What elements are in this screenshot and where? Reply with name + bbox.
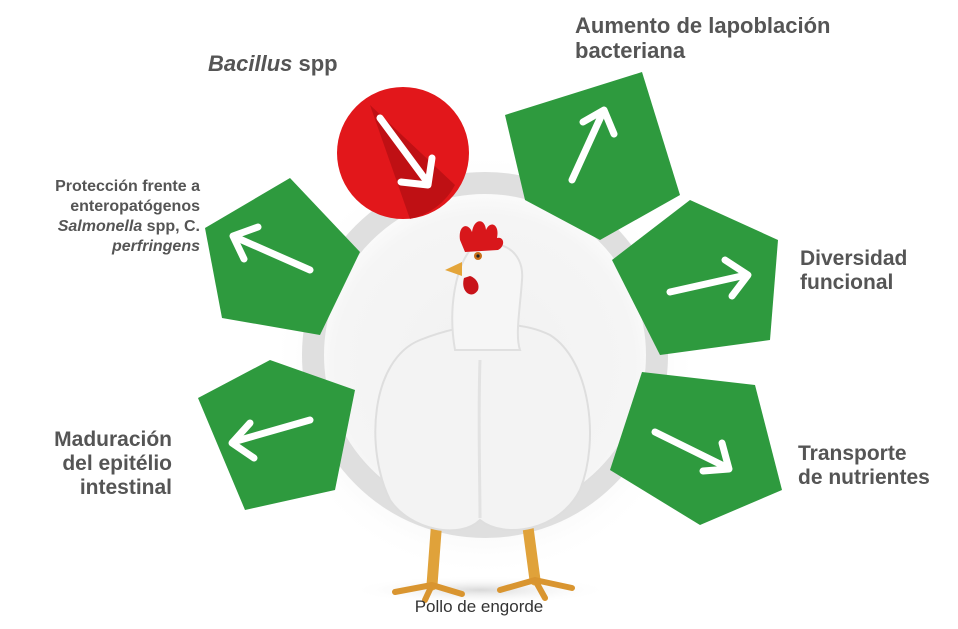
diversidad-pentagon	[612, 200, 778, 355]
broiler-chicken-icon	[350, 221, 610, 604]
poblacion-pentagon	[505, 72, 680, 240]
arrow-up-right-icon	[568, 106, 618, 184]
arrow-left-icon	[228, 416, 314, 462]
arrow-left-icon	[229, 223, 314, 274]
diversidad-label: Diversidad funcional	[800, 247, 908, 294]
bacillus-decrease-badge	[337, 87, 469, 219]
transporte-label: Transporte de nutrientes	[798, 442, 930, 489]
maduracion-pentagon	[198, 360, 355, 510]
arrow-down-right-icon	[376, 114, 436, 189]
bacillus-label: Bacillus spp	[208, 51, 338, 76]
proteccion-label: Protección frente a enteropatógenos Salm…	[55, 178, 200, 255]
center-ring	[302, 172, 668, 538]
arrow-down-right-icon	[651, 428, 733, 475]
maduracion-label: Maduración del epitélio intestinal	[54, 428, 172, 499]
arrow-right-icon	[666, 256, 752, 300]
poblacion-label: Aumento de lapoblación bacteriana	[575, 13, 831, 63]
chicken-caption: Pollo de engorde	[414, 597, 544, 616]
